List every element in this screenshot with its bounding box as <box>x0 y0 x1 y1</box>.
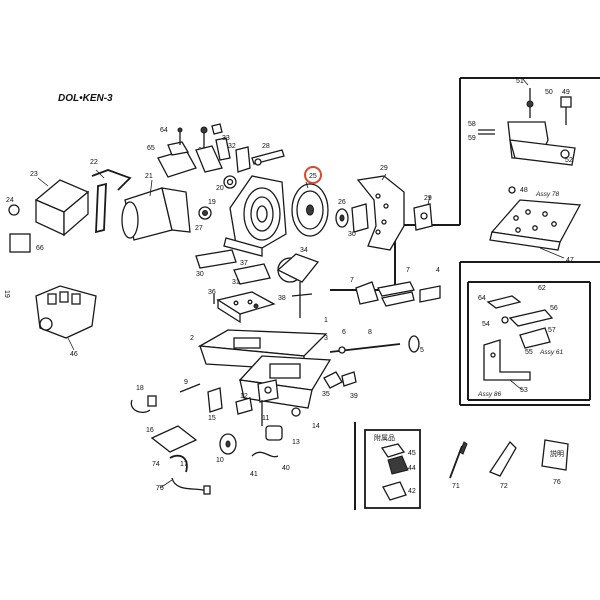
svg-text:51: 51 <box>516 78 524 85</box>
svg-text:76: 76 <box>553 479 561 486</box>
accessory-box: 附属品 45 44 42 71 72 説明 76 <box>354 422 569 510</box>
svg-text:46: 46 <box>70 351 78 358</box>
wheel-head-group: 32 33 28 20 19 25 26 29 30 29 <box>195 123 433 257</box>
svg-text:52: 52 <box>565 157 573 164</box>
svg-text:13: 13 <box>292 439 300 446</box>
svg-text:説明: 説明 <box>550 449 564 458</box>
svg-text:31: 31 <box>232 279 240 286</box>
svg-text:27: 27 <box>195 225 203 232</box>
highlighted-part-number: 25 <box>309 173 317 180</box>
svg-text:57: 57 <box>548 327 556 334</box>
svg-text:36: 36 <box>208 289 216 296</box>
svg-text:1: 1 <box>324 317 328 324</box>
svg-text:59: 59 <box>468 135 476 142</box>
svg-text:53: 53 <box>520 387 528 394</box>
svg-text:35: 35 <box>322 391 330 398</box>
svg-text:41: 41 <box>250 471 258 478</box>
svg-text:17: 17 <box>180 461 188 468</box>
svg-text:62: 62 <box>538 285 546 292</box>
svg-text:5: 5 <box>420 347 424 354</box>
svg-text:2: 2 <box>190 335 194 342</box>
svg-text:15: 15 <box>208 415 216 422</box>
svg-text:48: 48 <box>520 187 528 194</box>
svg-text:21: 21 <box>145 173 153 180</box>
svg-text:37: 37 <box>240 260 248 267</box>
svg-text:14: 14 <box>312 423 320 430</box>
svg-text:7: 7 <box>350 277 354 284</box>
svg-text:10: 10 <box>216 457 224 464</box>
svg-text:34: 34 <box>300 247 308 254</box>
table-group: 30 37 34 38 36 2 1 3 6 8 5 <box>190 247 441 409</box>
accessory-box-title: 附属品 <box>374 433 395 442</box>
diagram-title: DOL•KEN-3 <box>58 93 113 104</box>
svg-text:28: 28 <box>262 143 270 150</box>
assy-78-label: Assy 78 <box>535 191 560 198</box>
svg-text:26: 26 <box>338 199 346 206</box>
svg-text:22: 22 <box>90 159 98 166</box>
svg-text:4: 4 <box>436 267 440 274</box>
svg-text:9: 9 <box>184 379 188 386</box>
svg-text:64: 64 <box>160 127 168 134</box>
assy-61-86-group: 64 62 56 54 57 55 Assy 61 Assy 86 53 <box>459 261 600 406</box>
svg-text:66: 66 <box>36 245 44 252</box>
svg-text:7: 7 <box>406 267 410 274</box>
svg-text:16: 16 <box>146 427 154 434</box>
svg-text:33: 33 <box>222 135 230 142</box>
svg-text:58: 58 <box>468 121 476 128</box>
lower-parts-group: 46 18 9 15 12 16 10 11 13 14 40 41 74 17 <box>35 285 320 495</box>
svg-text:20: 20 <box>216 185 224 192</box>
svg-text:30: 30 <box>348 231 356 238</box>
svg-text:75: 75 <box>156 485 164 492</box>
svg-text:44: 44 <box>408 465 416 472</box>
svg-text:29: 29 <box>424 195 432 202</box>
motor-group: 23 24 66 22 21 27 64 65 63 <box>6 127 212 253</box>
svg-text:32: 32 <box>228 143 236 150</box>
svg-text:18: 18 <box>136 385 144 392</box>
svg-text:3: 3 <box>324 335 328 342</box>
svg-text:71: 71 <box>452 483 460 490</box>
svg-text:38: 38 <box>278 295 286 302</box>
assy-78-group: 51 50 49 58 59 52 48 Assy 78 47 <box>330 77 600 291</box>
svg-text:40: 40 <box>282 465 290 472</box>
svg-text:23: 23 <box>30 171 38 178</box>
svg-text:8: 8 <box>368 329 372 336</box>
svg-text:29: 29 <box>380 165 388 172</box>
svg-text:19: 19 <box>208 199 216 206</box>
svg-text:74: 74 <box>152 461 160 468</box>
svg-text:42: 42 <box>408 488 416 495</box>
svg-text:45: 45 <box>408 450 416 457</box>
svg-text:24: 24 <box>6 197 14 204</box>
svg-text:6: 6 <box>342 329 346 336</box>
svg-text:49: 49 <box>562 89 570 96</box>
svg-text:30: 30 <box>196 271 204 278</box>
highlight-callout <box>304 166 322 184</box>
assy-86-label: Assy 86 <box>477 391 502 398</box>
assy-61-label: Assy 61 <box>539 349 564 356</box>
svg-text:11: 11 <box>262 415 269 422</box>
svg-text:12: 12 <box>240 393 248 400</box>
svg-text:55: 55 <box>525 349 533 356</box>
svg-text:50: 50 <box>545 89 553 96</box>
leader-lines <box>67 169 565 489</box>
svg-text:56: 56 <box>550 305 558 312</box>
svg-text:47: 47 <box>566 257 574 264</box>
svg-text:65: 65 <box>147 145 155 152</box>
side-page-label: 19 <box>3 290 10 298</box>
svg-text:54: 54 <box>482 321 490 328</box>
svg-text:64: 64 <box>478 295 486 302</box>
svg-text:39: 39 <box>350 393 358 400</box>
svg-text:72: 72 <box>500 483 508 490</box>
